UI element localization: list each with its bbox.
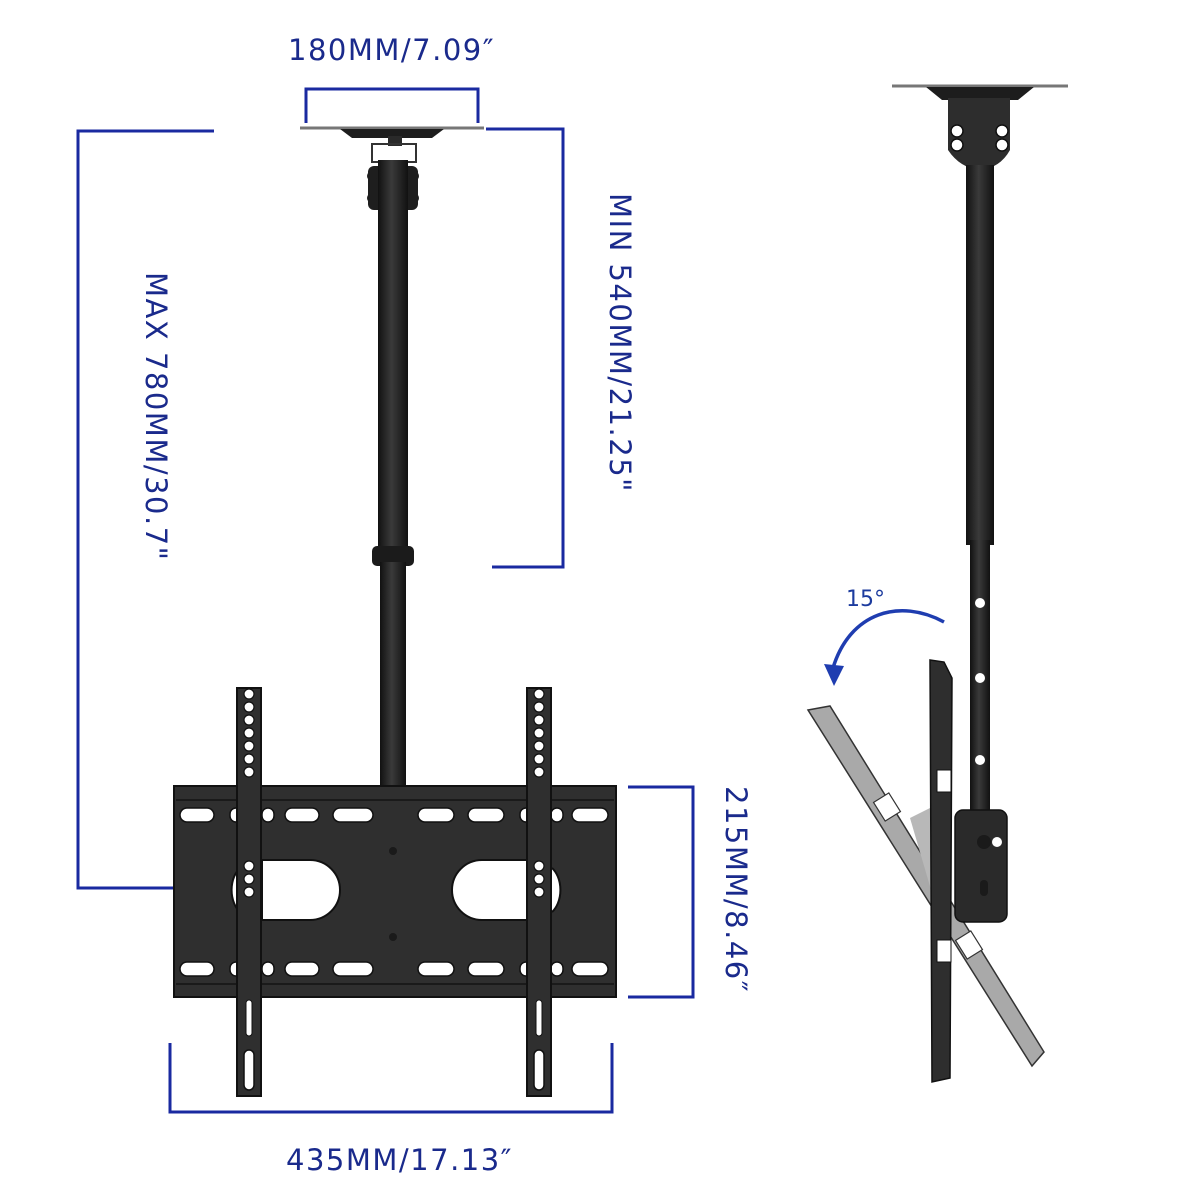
dim-ceiling-plate-width: [304, 87, 480, 123]
label-plate-width: 435MM/17.13″: [286, 1143, 514, 1177]
dim-min-height: [486, 127, 565, 569]
label-max-height: MAX 780MM/30.7": [139, 272, 173, 562]
tilt-arrow-icon: [824, 609, 945, 686]
side-view-mount: [806, 84, 1068, 1083]
dim-plate-width: [168, 1043, 614, 1114]
lower-pole: [380, 562, 406, 788]
dim-plate-height: [628, 785, 695, 999]
label-ceiling-plate-width: 180MM/7.09″: [288, 33, 496, 67]
front-view-mount: [173, 126, 617, 1097]
label-plate-height: 215MM/8.46″: [719, 786, 753, 994]
dimension-lines: [76, 87, 695, 1114]
vertical-plate: [929, 659, 953, 1083]
label-tilt-angle: 15°: [846, 587, 885, 612]
side-upper-pole: [966, 165, 994, 545]
dim-max-height: [76, 129, 222, 890]
tilted-plate: [806, 705, 1045, 1068]
ceiling-plate: [340, 129, 444, 138]
label-min-height: MIN 540MM/21.25": [603, 193, 637, 494]
pivot-block: [954, 809, 1008, 923]
side-bracket: [948, 98, 1010, 170]
cutout-right: [451, 859, 531, 921]
upper-pole: [378, 160, 408, 560]
cutout-left: [261, 859, 341, 921]
